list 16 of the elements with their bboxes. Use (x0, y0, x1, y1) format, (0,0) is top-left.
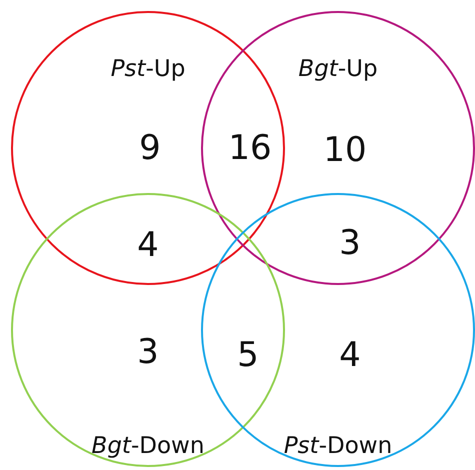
set-label: Pst-Up (110, 56, 186, 82)
count-label: 9 (139, 131, 161, 165)
count-label: 10 (323, 133, 367, 167)
count-label: 3 (137, 335, 159, 369)
set-circle (11, 193, 285, 467)
count-label: 3 (339, 226, 361, 260)
set-circle (11, 11, 285, 285)
set-circle (201, 11, 475, 285)
set-label: Bgt-Down (92, 433, 204, 459)
count-label: 5 (237, 338, 259, 372)
set-label: Pst-Down (284, 433, 392, 459)
count-label: 16 (228, 131, 272, 165)
count-label: 4 (339, 338, 361, 372)
set-circle (201, 193, 475, 467)
count-label: 4 (137, 228, 159, 262)
set-label: Bgt-Up (298, 56, 378, 82)
